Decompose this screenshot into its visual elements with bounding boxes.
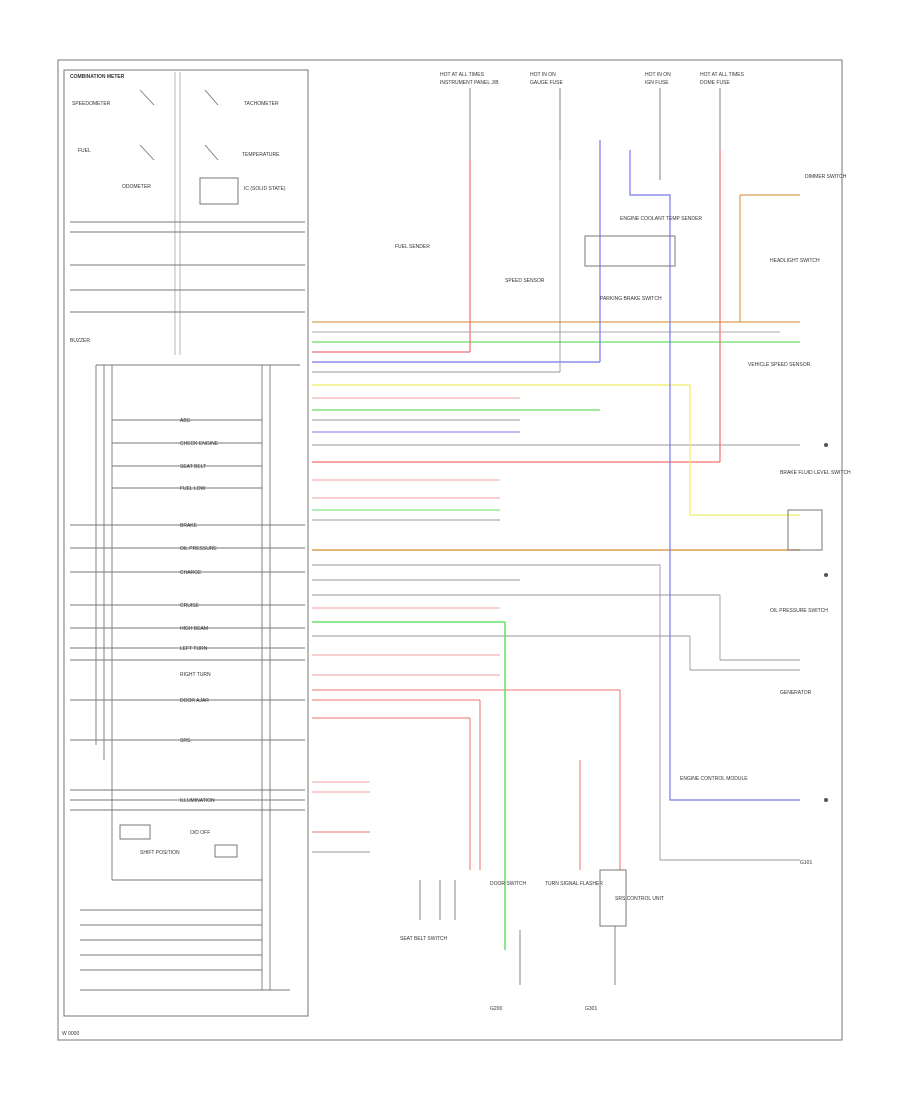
- label-srs: SRS: [180, 738, 191, 744]
- fuse4-name: HOT AT ALL TIMES: [700, 72, 745, 78]
- right-label-4: BRAKE FLUID LEVEL SWITCH: [780, 470, 851, 476]
- label-fuel: FUEL: [78, 148, 91, 154]
- terminal-1: [824, 443, 828, 447]
- bottom-label-6: G301: [585, 1006, 597, 1012]
- right-label-1: DIMMER SWITCH: [805, 174, 847, 180]
- fuse1-name: HOT AT ALL TIMES: [440, 72, 485, 78]
- cluster-title: COMBINATION METER: [70, 74, 125, 80]
- top-components: HOT AT ALL TIMES INSTRUMENT PANEL J/B HO…: [395, 72, 745, 302]
- right-label-3: VEHICLE SPEED SENSOR: [748, 362, 811, 368]
- gauge-needle-2: [204, 89, 219, 106]
- label-brake: BRAKE: [180, 523, 198, 529]
- label-cruise: CRUISE: [180, 603, 200, 609]
- feed-yellow-1: [689, 385, 800, 516]
- sensor3-label: ENGINE COOLANT TEMP SENDER: [620, 216, 702, 222]
- bottom-label-1: SEAT BELT SWITCH: [400, 936, 448, 942]
- gauge-needle-3: [139, 144, 155, 161]
- fuse2-name: HOT IN ON: [530, 72, 556, 78]
- cluster-box: [63, 69, 309, 1017]
- sensor1-label: FUEL SENDER: [395, 244, 430, 250]
- gauge-area: SPEEDOMETER TACHOMETER FUEL TEMPERATURE …: [70, 72, 286, 355]
- label-charge: CHARGE: [180, 570, 202, 576]
- right-label-5: OIL PRESSURE SWITCH: [770, 608, 828, 614]
- right-label-8: G101: [800, 860, 812, 866]
- label-illumination: ILLUMINATION: [180, 798, 215, 804]
- label-o-d-off: O/D OFF: [190, 830, 210, 836]
- feed-gray-2: [640, 564, 800, 861]
- label-ic: IC (SOLID STATE): [244, 186, 286, 192]
- bottom-components: SEAT BELT SWITCH DOOR SWITCH TURN SIGNAL…: [400, 869, 664, 1012]
- harness-wires: [312, 321, 800, 853]
- feed-wires: [469, 140, 800, 950]
- fuse3-note: IGN FUSE: [645, 80, 669, 86]
- sensor3-box: [584, 235, 676, 267]
- label-oil-pressure: OIL PRESSURE: [180, 546, 217, 552]
- fuse3-name: HOT IN ON: [645, 72, 671, 78]
- label-speedometer: SPEEDOMETER: [72, 101, 111, 107]
- footer-code: W 0000: [62, 1031, 79, 1037]
- right-label-2: HEADLIGHT SWITCH: [770, 258, 820, 264]
- gauge-needle-1: [139, 89, 155, 106]
- fuse4-note: DOME FUSE: [700, 80, 730, 86]
- label-turn-r: RIGHT TURN: [180, 672, 211, 678]
- o-d-box: [119, 824, 151, 840]
- cluster-buses: [80, 364, 300, 991]
- label-seat-belt: SEAT BELT: [180, 464, 206, 470]
- outer-frame: [57, 59, 843, 1041]
- terminal-3: [824, 798, 828, 802]
- feed-blue-2: [629, 150, 800, 801]
- label-check-engine: CHECK ENGINE: [180, 441, 219, 447]
- terminal-2: [824, 573, 828, 577]
- fuse2-note: GAUGE FUSE: [530, 80, 563, 86]
- sensor4-label: PARKING BRAKE SWITCH: [600, 296, 662, 302]
- label-temperature: TEMPERATURE: [242, 152, 280, 158]
- ic-box: [199, 177, 239, 205]
- label-shift-pos: SHIFT POSITION: [140, 850, 180, 856]
- label-door-ajar: DOOR AJAR: [180, 698, 209, 704]
- switch-box-1: [787, 509, 823, 551]
- label-fuel-low: FUEL LOW: [180, 486, 206, 492]
- label-tachometer: TACHOMETER: [244, 101, 279, 107]
- label-buzzer: BUZZER: [70, 338, 90, 344]
- bottom-label-5: G200: [490, 1006, 502, 1012]
- fuse1-note: INSTRUMENT PANEL J/B: [440, 80, 499, 86]
- bottom-label-3: TURN SIGNAL FLASHER: [545, 881, 603, 887]
- label-abs: ABS: [180, 418, 191, 424]
- right-label-7: ENGINE CONTROL MODULE: [680, 776, 748, 782]
- shift-box: [214, 844, 238, 858]
- bottom-label-2: DOOR SWITCH: [490, 881, 526, 887]
- feed-gray-4: [689, 636, 800, 671]
- bottom-label-4: SRS CONTROL UNIT: [615, 896, 664, 902]
- sensor2-label: SPEED SENSOR: [505, 278, 545, 284]
- label-turn-l: LEFT TURN: [180, 646, 208, 652]
- label-odo: ODOMETER: [122, 184, 151, 190]
- right-label-6: GENERATOR: [780, 690, 812, 696]
- indicator-rows: ABS CHECK ENGINE SEAT BELT FUEL LOW BRAK…: [70, 221, 305, 971]
- label-high-beam: HIGH BEAM: [180, 626, 208, 632]
- feed-gray-3: [719, 595, 800, 661]
- gauge-needle-4: [204, 144, 219, 161]
- right-components: DIMMER SWITCH HEADLIGHT SWITCH VEHICLE S…: [680, 174, 851, 866]
- srs-box: [599, 869, 627, 927]
